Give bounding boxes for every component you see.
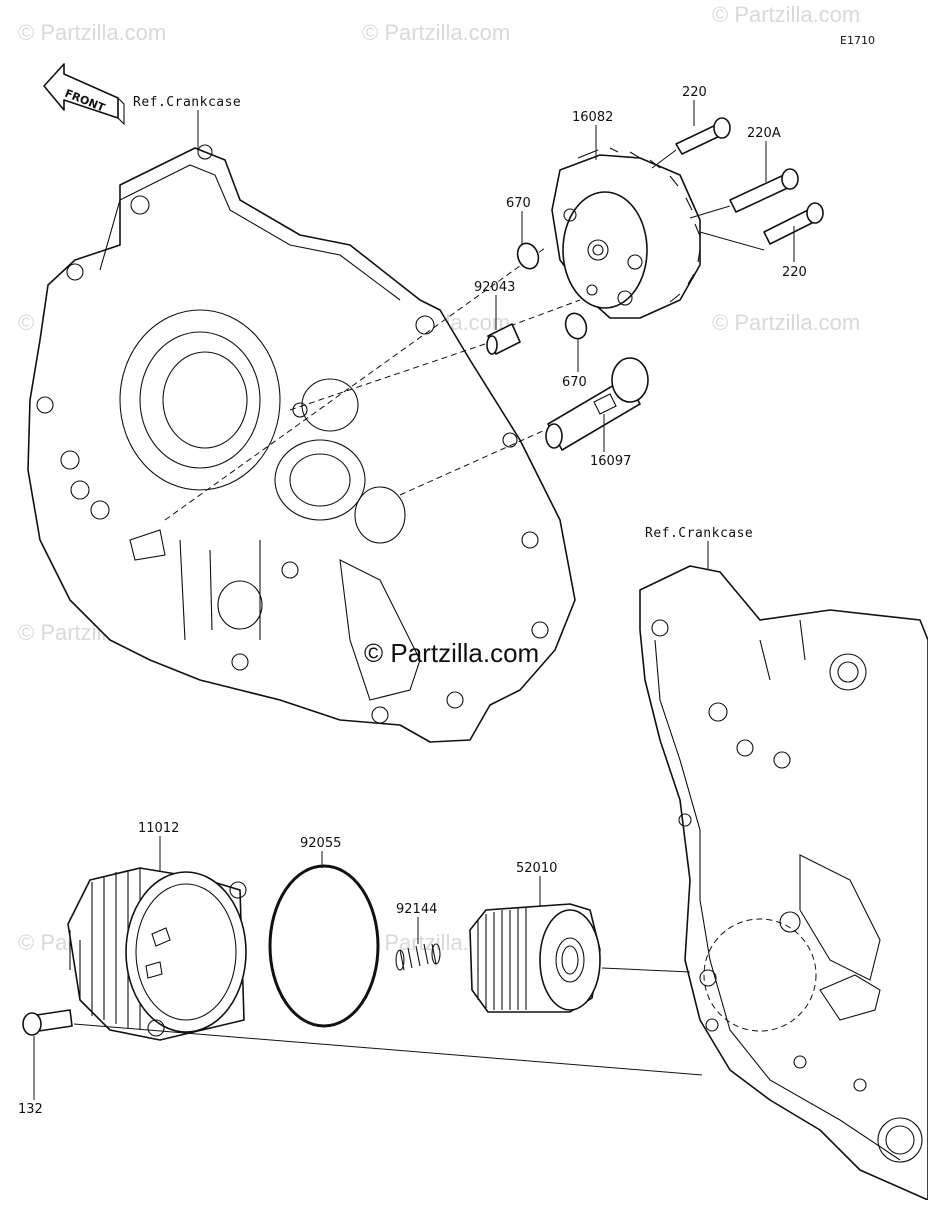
bolt-line — [699, 231, 765, 251]
spring — [395, 943, 441, 971]
dowel-pin — [486, 323, 521, 355]
watermark: © Partzilla.com — [712, 2, 860, 27]
label-52010: 52010 — [516, 861, 557, 876]
diagram-code: E1710 — [840, 34, 875, 47]
oil-pump — [551, 147, 701, 319]
center-watermark: © Partzilla.com — [364, 638, 539, 668]
label-132: 132 — [18, 1102, 43, 1117]
crankcase-left-half — [27, 144, 576, 743]
label-670-bottom: 670 — [562, 375, 587, 390]
watermark: © Partzilla.com — [18, 20, 166, 45]
bolt-line — [651, 149, 677, 169]
ref-crankcase-top: Ref.Crankcase — [133, 95, 241, 110]
bolt-220a — [729, 168, 799, 213]
watermark: © Partzilla.com — [362, 20, 510, 45]
bolt-220-bottom — [763, 202, 824, 245]
label-220-top: 220 — [682, 85, 707, 100]
oring-670-top — [516, 242, 540, 270]
front-arrow: FRONT — [43, 63, 125, 126]
label-11012: 11012 — [138, 821, 179, 836]
assembly-line — [164, 247, 546, 521]
bolt-220-top — [675, 117, 731, 155]
cover-bolt — [22, 1009, 73, 1036]
assembly-line — [289, 342, 489, 411]
watermark: © Partzilla.com — [712, 310, 860, 335]
label-16097: 16097 — [590, 454, 631, 469]
assembly-line — [601, 967, 691, 973]
assembly-line — [399, 429, 546, 496]
label-670-top: 670 — [506, 196, 531, 211]
label-92055: 92055 — [300, 836, 341, 851]
crankcase-right-half — [639, 565, 928, 1201]
label-220-bottom: 220 — [782, 265, 807, 280]
label-16082: 16082 — [572, 110, 613, 125]
ref-crankcase-bottom: Ref.Crankcase — [645, 526, 753, 541]
oil-strainer — [545, 357, 649, 451]
assembly-line — [509, 299, 581, 327]
oring-670-bottom — [564, 312, 588, 340]
label-92144: 92144 — [396, 902, 437, 917]
label-92043: 92043 — [474, 280, 515, 295]
label-220a: 220A — [747, 126, 781, 141]
assembly-line — [73, 1023, 703, 1076]
bolt-line — [689, 205, 731, 219]
filter-cover — [67, 867, 247, 1041]
cover-oring — [268, 864, 380, 1028]
oil-filter — [469, 903, 601, 1013]
